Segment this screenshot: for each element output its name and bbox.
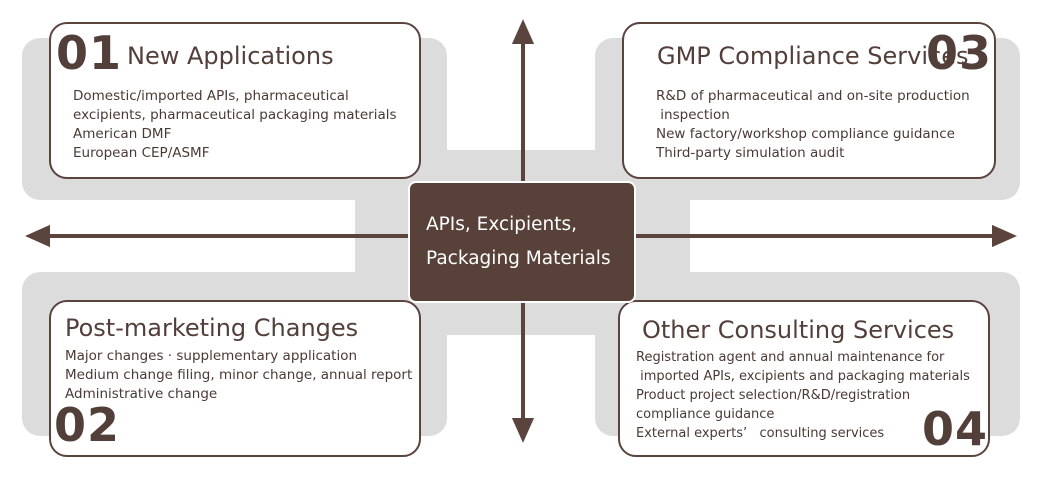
description-line: American DMF — [73, 126, 172, 142]
description-line: Third-party simulation audit — [656, 145, 845, 161]
card-title: Post-marketing Changes — [65, 314, 359, 342]
description-line: Product project selection/R&D/registrati… — [636, 388, 911, 403]
card-number: 01 — [56, 26, 123, 80]
description-line: Medium change filing, minor change, annu… — [65, 367, 413, 383]
card-new-applications: 01 New Applications Domestic/imported AP… — [49, 22, 421, 179]
arrow-right-head — [992, 224, 1017, 248]
card-description: R&D of pharmaceutical and on-site produc… — [656, 87, 970, 163]
description-line: Registration agent and annual maintenanc… — [636, 350, 945, 365]
description-line: Domestic/imported APIs, pharmaceutical — [73, 88, 349, 104]
card-title: Other Consulting Services — [642, 316, 955, 344]
card-number: 02 — [54, 398, 121, 452]
card-title: New Applications — [127, 42, 334, 70]
description-line: Major changes · supplementary applicatio… — [65, 348, 358, 364]
arrow-up-head — [511, 19, 535, 44]
card-title: GMP Compliance Services — [657, 42, 969, 70]
card-number: 03 — [926, 26, 993, 80]
card-post-marketing-changes: Post-marketing Changes Major changes · s… — [49, 300, 421, 457]
center-line-2: Packaging Materials — [426, 248, 611, 269]
card-description: Registration agent and annual maintenanc… — [636, 348, 970, 443]
card-description: Major changes · supplementary applicatio… — [65, 347, 412, 404]
description-line: R&D of pharmaceutical and on-site produc… — [656, 88, 970, 104]
description-line: excipients, pharmaceutical packaging mat… — [73, 107, 397, 123]
description-line: New factory/workshop compliance guidance — [656, 126, 955, 142]
card-description: Domestic/imported APIs, pharmaceutical e… — [73, 87, 397, 163]
description-line: compliance guidance — [636, 407, 775, 422]
center-topic-box: APIs, Excipients, Packaging Materials — [408, 181, 636, 303]
card-number: 04 — [922, 402, 989, 456]
description-line: Administrative change — [65, 386, 218, 402]
arrow-left-head — [25, 224, 50, 248]
description-line: European CEP/ASMF — [73, 145, 210, 161]
arrow-down-head — [511, 418, 535, 443]
card-other-consulting-services: Other Consulting Services Registration a… — [618, 300, 990, 457]
description-line: External experts’ consulting services — [636, 426, 885, 441]
description-line: inspection — [656, 107, 730, 123]
center-line-1: APIs, Excipients, — [426, 214, 578, 235]
description-line: imported APIs, excipients and packaging … — [636, 369, 970, 384]
card-gmp-compliance-services: GMP Compliance Services 03 R&D of pharma… — [622, 22, 996, 179]
